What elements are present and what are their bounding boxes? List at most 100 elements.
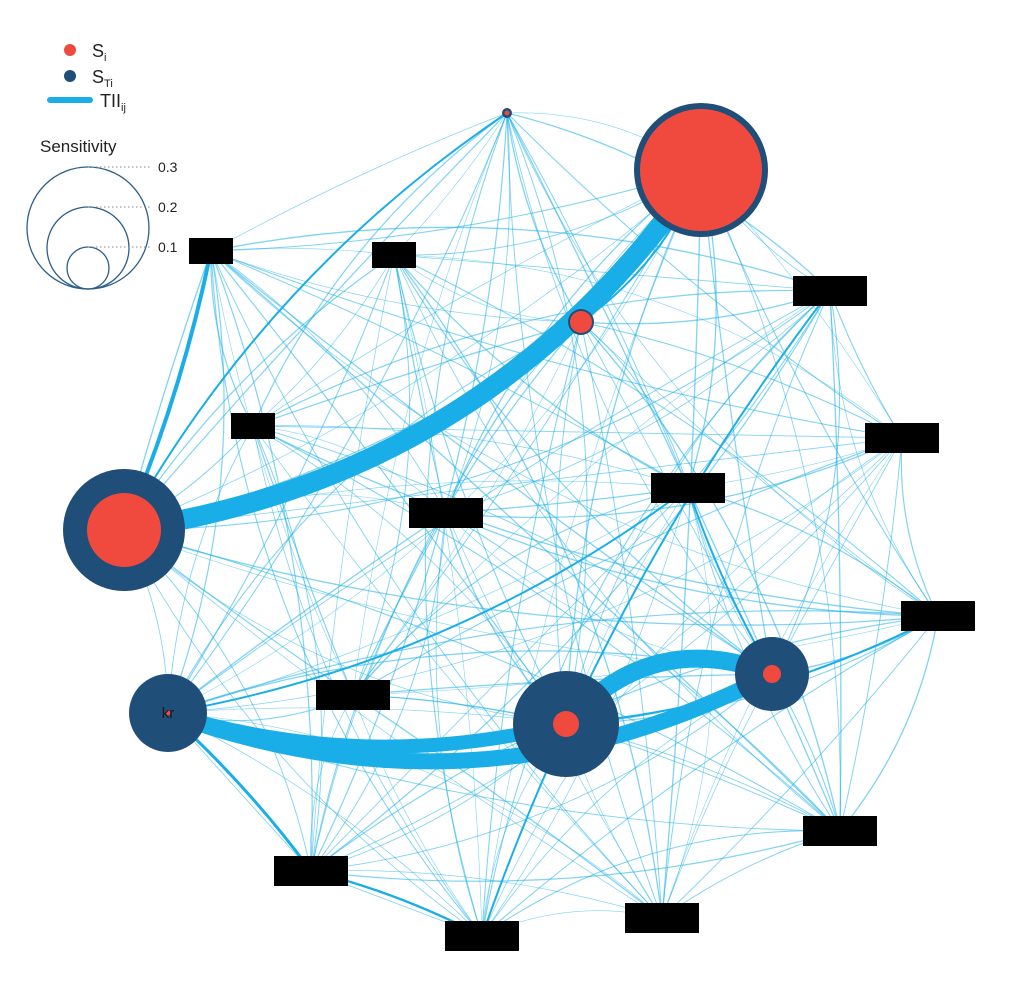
redacted-node-label <box>274 856 348 886</box>
weak-interaction-edge <box>310 290 831 872</box>
weak-interaction-edge <box>506 112 903 439</box>
legend-size-circle-small <box>66 246 110 290</box>
weak-interaction-edge <box>435 512 483 937</box>
weak-interaction-edge <box>310 870 663 919</box>
node-first-order-n-center-bottom <box>553 711 579 737</box>
weak-interaction-edge <box>167 425 254 714</box>
weak-interaction-edge <box>167 321 582 714</box>
weak-interaction-edge <box>393 254 903 439</box>
legend-tick-01: 0.1 <box>158 239 178 255</box>
node-first-order-n-right-mid <box>763 665 781 683</box>
weak-interaction-edge <box>252 425 689 489</box>
weak-interaction-edge <box>393 112 508 256</box>
svg-text:STi: STi <box>92 67 113 90</box>
weak-interaction-edge <box>123 529 841 832</box>
redacted-node-label <box>793 276 867 306</box>
weak-interaction-edge <box>839 437 903 832</box>
weak-interaction-edge <box>393 254 567 725</box>
weak-interaction-edge <box>210 226 831 292</box>
legend-tick-02: 0.2 <box>158 199 178 215</box>
node-first-order-n-mid-small <box>570 311 592 333</box>
weak-interaction-edge <box>506 112 582 323</box>
weak-interaction-edge <box>210 250 483 937</box>
weak-interaction-edge <box>700 169 939 617</box>
weak-interaction-edge <box>352 694 483 937</box>
redacted-node-label <box>901 601 975 631</box>
redacted-node-label <box>231 413 275 439</box>
weak-interaction-edge <box>661 615 939 919</box>
weak-interaction-edge <box>352 487 689 696</box>
weak-interaction-edge <box>252 425 567 725</box>
weak-interaction-edge <box>167 290 831 714</box>
node-first-order-n-top-small <box>504 110 510 116</box>
redacted-node-label <box>803 816 877 846</box>
weak-interaction-edge <box>210 112 508 252</box>
weak-interaction-edge <box>210 250 354 696</box>
weak-interaction-edge <box>252 425 663 919</box>
strong-interaction-edge-r3-r12 <box>481 290 831 937</box>
weak-interaction-edge <box>393 254 582 323</box>
legend-sti-subscript: Ti <box>104 78 113 90</box>
weak-interaction-edge <box>700 169 773 675</box>
weak-interaction-edge <box>252 289 831 427</box>
weak-interaction-edge <box>506 112 841 832</box>
weak-interaction-edge <box>445 512 773 675</box>
legend-sti-label: S <box>92 67 104 87</box>
weak-interaction-edge <box>481 615 939 937</box>
weak-interaction-edge <box>661 290 831 919</box>
weak-interaction-edge <box>123 529 939 626</box>
weak-interaction-edge <box>310 487 689 872</box>
weak-interaction-edge <box>252 425 903 439</box>
weak-interaction-edge <box>445 290 831 514</box>
legend-size-circle-large <box>26 166 150 290</box>
node-first-order-n-top-right-large <box>640 109 762 231</box>
weak-interaction-edge <box>580 321 841 832</box>
weak-interaction-edge <box>506 112 663 919</box>
weak-interaction-edge <box>167 610 939 714</box>
weak-interaction-edge <box>481 321 582 937</box>
weak-interaction-edge <box>123 112 508 531</box>
weak-interaction-edge <box>393 254 773 675</box>
weak-interaction-edge <box>310 437 903 872</box>
weak-interaction-edge <box>661 169 702 919</box>
legend-size-circle-medium <box>46 206 130 290</box>
weak-interaction-edge <box>829 290 939 617</box>
weak-interaction-edge <box>123 529 663 919</box>
weak-interaction-edge <box>310 512 447 872</box>
strong-interaction-edge-n-top-small-n-left-large <box>123 112 508 531</box>
weak-interaction-edge <box>210 250 663 919</box>
strong-interaction-edge-n-kr-n-center-bottom <box>161 706 573 754</box>
node-first-order-n-kr <box>165 710 171 716</box>
weak-interaction-edge <box>393 254 483 937</box>
weak-interaction-edge <box>393 254 939 617</box>
weak-interaction-edge <box>210 250 313 872</box>
weak-interaction-edge <box>167 169 702 714</box>
weak-interaction-edge <box>829 290 903 439</box>
weak-interaction-edge <box>210 250 841 832</box>
svg-text:TIIij: TIIij <box>100 91 126 114</box>
redacted-node-label <box>865 423 939 453</box>
weak-interaction-edge <box>352 694 663 919</box>
redacted-node-label <box>651 473 725 503</box>
weak-interaction-edge <box>445 112 511 514</box>
weak-interaction-edge <box>167 487 689 714</box>
weak-interaction-edge <box>555 321 582 725</box>
weak-interaction-edge <box>445 512 939 617</box>
weak-interaction-edge <box>123 290 831 531</box>
weak-interaction-edge <box>167 250 225 714</box>
weak-interaction-edge <box>352 112 508 696</box>
weak-interaction-edge <box>210 247 395 256</box>
weak-interaction-edge <box>252 112 508 427</box>
weak-interaction-edge <box>252 254 395 427</box>
weak-interaction-edge <box>123 169 702 531</box>
redacted-node-label <box>372 242 416 268</box>
redacted-node-label <box>445 921 519 951</box>
weak-interaction-edge <box>352 290 831 696</box>
weak-interaction-edge <box>310 321 582 872</box>
legend-si-label: S <box>92 41 104 61</box>
weak-interaction-edge <box>210 250 903 439</box>
weak-interaction-edge <box>839 615 939 832</box>
weak-interaction-edge <box>687 290 831 489</box>
strong-interaction-edge-n-kr-r6 <box>167 487 689 714</box>
